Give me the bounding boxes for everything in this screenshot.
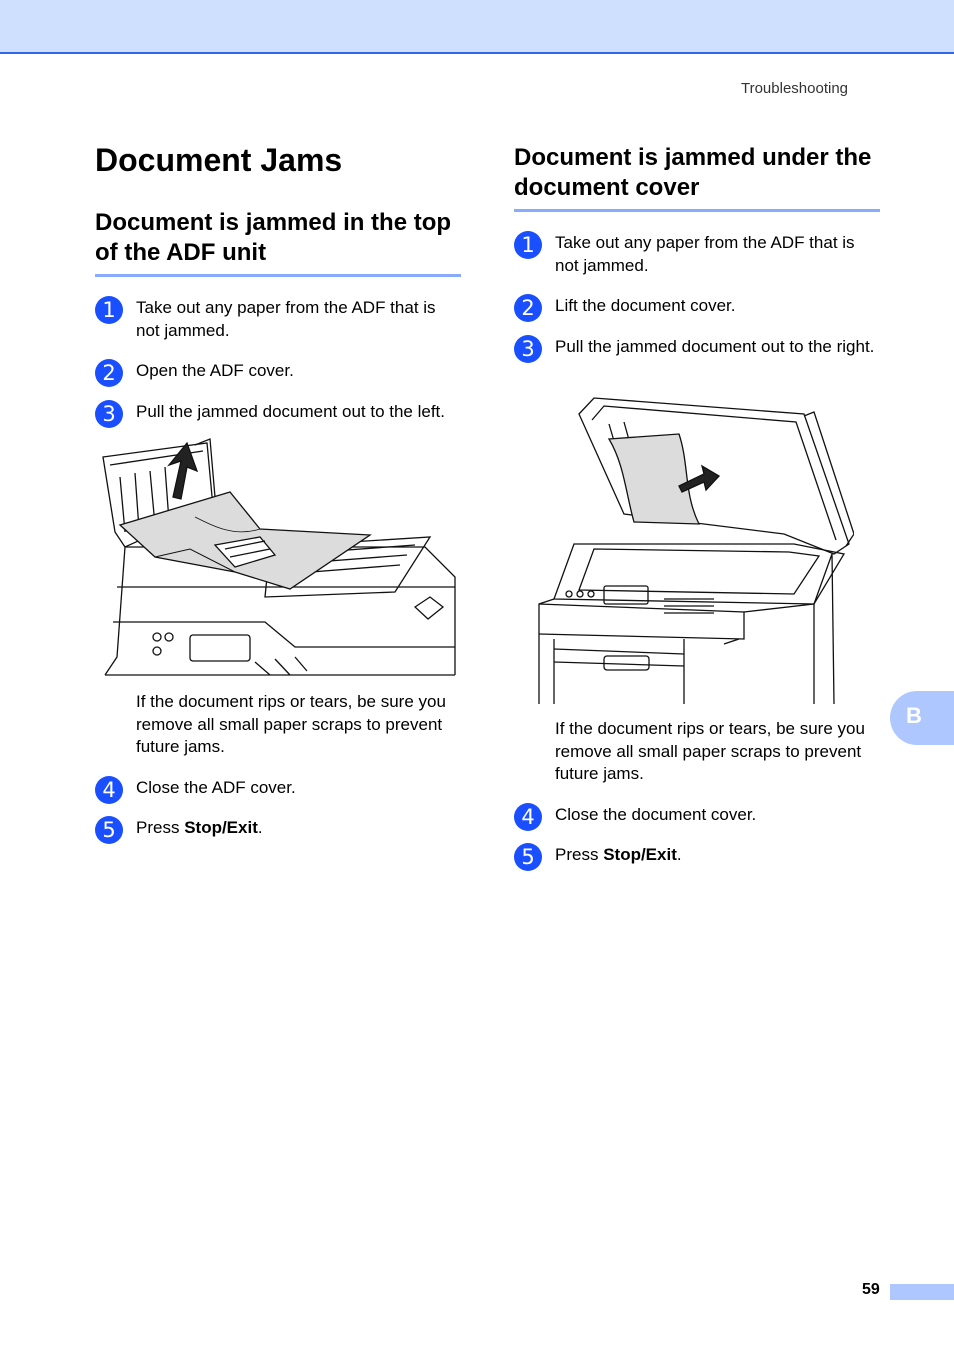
- step-text: Close the document cover.: [555, 804, 757, 824]
- header-band: [0, 0, 954, 54]
- step-4: 4 Close the ADF cover.: [95, 775, 461, 804]
- step-text: Take out any paper from the ADF that is …: [555, 233, 855, 275]
- footer-bar: [890, 1284, 954, 1300]
- step-number-badge: 5: [514, 843, 542, 871]
- step-1: 1 Take out any paper from the ADF that i…: [95, 296, 461, 342]
- adf-jam-illustration: [102, 438, 456, 676]
- step-text: Pull the jammed document out to the left…: [136, 401, 446, 421]
- step-number-badge: 2: [95, 359, 123, 387]
- step-number-badge: 2: [514, 294, 542, 322]
- step-2: 2 Open the ADF cover.: [95, 359, 461, 387]
- step-number-badge: 1: [95, 296, 123, 324]
- tip-note: If the document rips or tears, be sure y…: [555, 719, 865, 783]
- step-3: 3 Pull the jammed document out to the le…: [95, 399, 461, 428]
- cover-jam-illustration: [538, 397, 854, 704]
- step-list-continued: 4 Close the ADF cover. 5 Press Stop/Exit…: [95, 775, 461, 844]
- step-number-badge: 5: [95, 816, 123, 844]
- step-list: 1 Take out any paper from the ADF that i…: [95, 296, 461, 428]
- step-text: Open the ADF cover.: [136, 361, 294, 380]
- stop-exit-key-label: Stop/Exit: [603, 845, 677, 864]
- step-text: Close the ADF cover.: [136, 777, 296, 797]
- step-number-badge: 4: [95, 775, 123, 804]
- tip-note: If the document rips or tears, be sure y…: [136, 692, 446, 756]
- step-5: 5 Press Stop/Exit.: [95, 816, 461, 844]
- step-3: 3 Pull the jammed document out to the ri…: [514, 334, 880, 363]
- chapter-tab: B: [890, 691, 954, 745]
- step-5: 5 Press Stop/Exit.: [514, 843, 880, 871]
- step-text-prefix: Press: [136, 818, 185, 837]
- step-text-prefix: Press: [555, 845, 604, 864]
- step-text: Take out any paper from the ADF that is …: [136, 298, 436, 340]
- step-list-continued: 4 Close the document cover. 5 Press Stop…: [514, 802, 880, 871]
- page-number: 59: [862, 1281, 880, 1298]
- stop-exit-key-label: Stop/Exit: [184, 818, 258, 837]
- step-2: 2 Lift the document cover.: [514, 294, 880, 322]
- step-text: Lift the document cover.: [555, 296, 736, 315]
- section-heading: Document is jammed in the top of the ADF…: [95, 208, 461, 277]
- step-text-suffix: .: [257, 818, 263, 837]
- step-number-badge: 3: [95, 399, 123, 428]
- step-number-badge: 3: [514, 334, 542, 363]
- step-1: 1 Take out any paper from the ADF that i…: [514, 231, 880, 277]
- step-text: Pull the jammed document out to the righ…: [555, 336, 875, 356]
- step-list: 1 Take out any paper from the ADF that i…: [514, 231, 880, 363]
- section-document-cover: Document is jammed under the document co…: [514, 143, 880, 871]
- running-header: Troubleshooting: [740, 80, 848, 97]
- step-number-badge: 4: [514, 802, 542, 831]
- section-heading: Document is jammed under the document co…: [514, 143, 880, 212]
- step-text-suffix: .: [676, 845, 682, 864]
- step-number-badge: 1: [514, 231, 542, 259]
- page-title: Document Jams: [95, 142, 343, 178]
- chapter-letter: B: [906, 703, 922, 728]
- section-adf-top: Document is jammed in the top of the ADF…: [95, 208, 461, 844]
- step-4: 4 Close the document cover.: [514, 802, 880, 831]
